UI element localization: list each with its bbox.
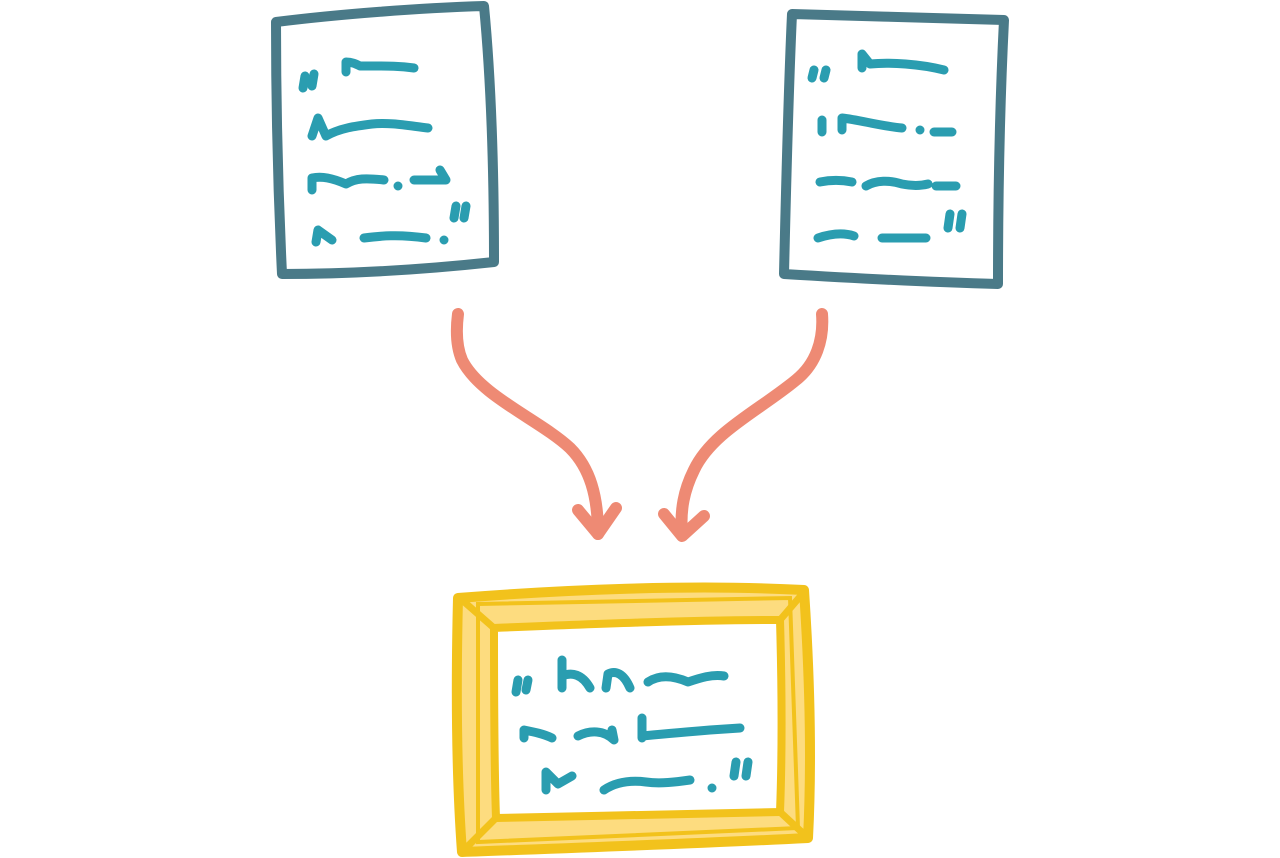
document-right-page (779, 9, 1009, 289)
document-right-scribble-text (807, 49, 967, 243)
framed-quote-scribble-text (511, 655, 753, 795)
frame-inner-border (476, 595, 801, 845)
source-document-right (779, 9, 1009, 289)
arrow-right-head (658, 508, 710, 542)
arrow-left-to-frame (450, 308, 622, 540)
document-left-scribble-text (298, 57, 471, 247)
arrow-right-shaft (675, 308, 829, 540)
arrow-left-shaft (450, 308, 604, 540)
source-document-left (271, 1, 499, 279)
document-left-page (271, 1, 499, 279)
merged-quote-frame (451, 582, 816, 857)
arrow-left-head (572, 502, 622, 540)
arrow-right-to-frame (658, 308, 829, 542)
